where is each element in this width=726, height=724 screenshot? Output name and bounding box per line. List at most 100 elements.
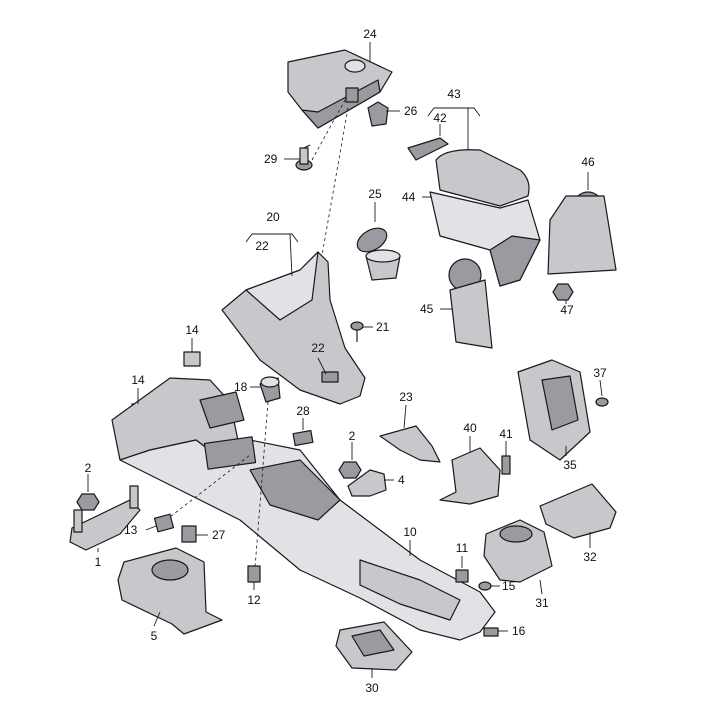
callout-42: 42 xyxy=(433,111,447,125)
part-15-screw xyxy=(478,581,492,591)
part-31-ring xyxy=(499,525,533,543)
callout-26: 26 xyxy=(404,104,418,118)
part-5-body xyxy=(117,547,223,635)
part-5-shifter-base xyxy=(117,547,223,635)
bracket-43 xyxy=(427,107,481,117)
part-43-armrest xyxy=(407,137,541,287)
part-14-pad-upper xyxy=(183,351,201,367)
callout-27: 27 xyxy=(212,528,226,542)
leader-31 xyxy=(539,579,543,595)
callout-31: 31 xyxy=(535,596,549,610)
part-10-panel xyxy=(203,436,257,470)
part-18-top xyxy=(260,376,280,388)
callout-28: 28 xyxy=(296,404,310,418)
part-35-switch-module xyxy=(517,359,591,461)
part-44-hinge xyxy=(489,235,541,287)
part-20-rear-trim xyxy=(221,251,366,405)
part-11-clip xyxy=(455,569,469,583)
callout-30: 30 xyxy=(365,681,379,695)
part-24-knob xyxy=(344,59,366,73)
leader-13 xyxy=(145,525,157,531)
part-20-top xyxy=(245,251,319,321)
callout-16: 16 xyxy=(512,624,526,638)
callout-47: 47 xyxy=(560,303,574,317)
part-16-clip xyxy=(483,627,499,637)
part-40-bracket xyxy=(439,447,501,505)
part-18-socket xyxy=(259,376,281,403)
leader-5 xyxy=(153,611,161,627)
dashline-18-12 xyxy=(254,401,269,569)
part-30-storage-box xyxy=(335,621,413,671)
callout-15: 15 xyxy=(502,579,516,593)
callout-35: 35 xyxy=(563,458,577,472)
callout-18: 18 xyxy=(234,380,248,394)
part-35-opening xyxy=(541,375,579,431)
leader-23 xyxy=(403,404,407,429)
callout-25: 25 xyxy=(368,187,382,201)
part-13-clip xyxy=(153,513,175,533)
part-22-insert xyxy=(321,371,339,383)
part-1-tab-right xyxy=(129,485,139,509)
part-45-body xyxy=(449,279,493,349)
callout-32: 32 xyxy=(583,550,597,564)
part-25-rim xyxy=(365,249,401,263)
callout-14-upper: 14 xyxy=(185,323,199,337)
part-10-main-console xyxy=(111,377,496,641)
callout-22-upper: 22 xyxy=(255,239,269,253)
callout-43: 43 xyxy=(447,87,461,101)
callout-41: 41 xyxy=(499,427,513,441)
callout-14-lower: 14 xyxy=(131,373,145,387)
part-4-clip xyxy=(347,469,387,497)
part-46-bracket xyxy=(547,191,617,275)
part-25-cup-holder xyxy=(356,227,401,281)
part-32-tray xyxy=(539,483,617,539)
leader-lines xyxy=(87,42,603,678)
part-2-nut-left xyxy=(76,493,100,511)
callout-2-left: 2 xyxy=(85,461,92,475)
callout-10: 10 xyxy=(403,525,417,539)
leader-37 xyxy=(599,379,603,397)
part-24-storage-tray xyxy=(287,49,393,129)
part-28-pad xyxy=(292,429,314,447)
part-31-boot-trim xyxy=(483,519,553,583)
leader-20 xyxy=(289,233,293,277)
part-10-storage xyxy=(359,559,461,621)
part-30-opening xyxy=(351,629,395,657)
callout-11: 11 xyxy=(456,541,469,555)
callout-45: 45 xyxy=(420,302,434,316)
callout-4: 4 xyxy=(398,473,405,487)
part-29-body xyxy=(299,147,309,165)
callout-46: 46 xyxy=(581,155,595,169)
part-21-head xyxy=(350,321,364,331)
part-47-body xyxy=(552,283,574,301)
callout-12: 12 xyxy=(247,593,261,607)
part-2-nut-right xyxy=(338,461,362,479)
part-10-honeycomb xyxy=(199,391,245,429)
callout-2-right: 2 xyxy=(349,429,356,443)
part-37-screw xyxy=(595,397,609,407)
part-5-ring xyxy=(151,559,189,581)
callout-1: 1 xyxy=(95,555,102,569)
part-24-slot xyxy=(345,87,359,103)
part-1-bracket xyxy=(69,485,141,551)
part-43-lid xyxy=(435,149,530,207)
part-23-cover xyxy=(379,425,441,463)
bracket-20 xyxy=(245,233,299,243)
callout-40: 40 xyxy=(463,421,477,435)
callout-5: 5 xyxy=(151,629,158,643)
part-21-screw xyxy=(350,321,364,342)
callout-37: 37 xyxy=(593,366,607,380)
dashline-24-20 xyxy=(311,107,349,313)
callout-21: 21 xyxy=(376,320,390,334)
part-42-pad xyxy=(407,137,449,161)
part-46-body xyxy=(547,195,617,275)
part-41-screw xyxy=(501,455,511,475)
part-26-clip xyxy=(367,101,389,127)
callout-labels: 24 26 29 43 42 44 46 47 45 25 20 22 21 2… xyxy=(85,27,607,695)
callout-23: 23 xyxy=(399,390,413,404)
callout-13: 13 xyxy=(124,523,138,537)
part-25-lid xyxy=(356,227,388,253)
part-29-screw xyxy=(295,144,313,171)
part-47-nut xyxy=(552,283,574,301)
